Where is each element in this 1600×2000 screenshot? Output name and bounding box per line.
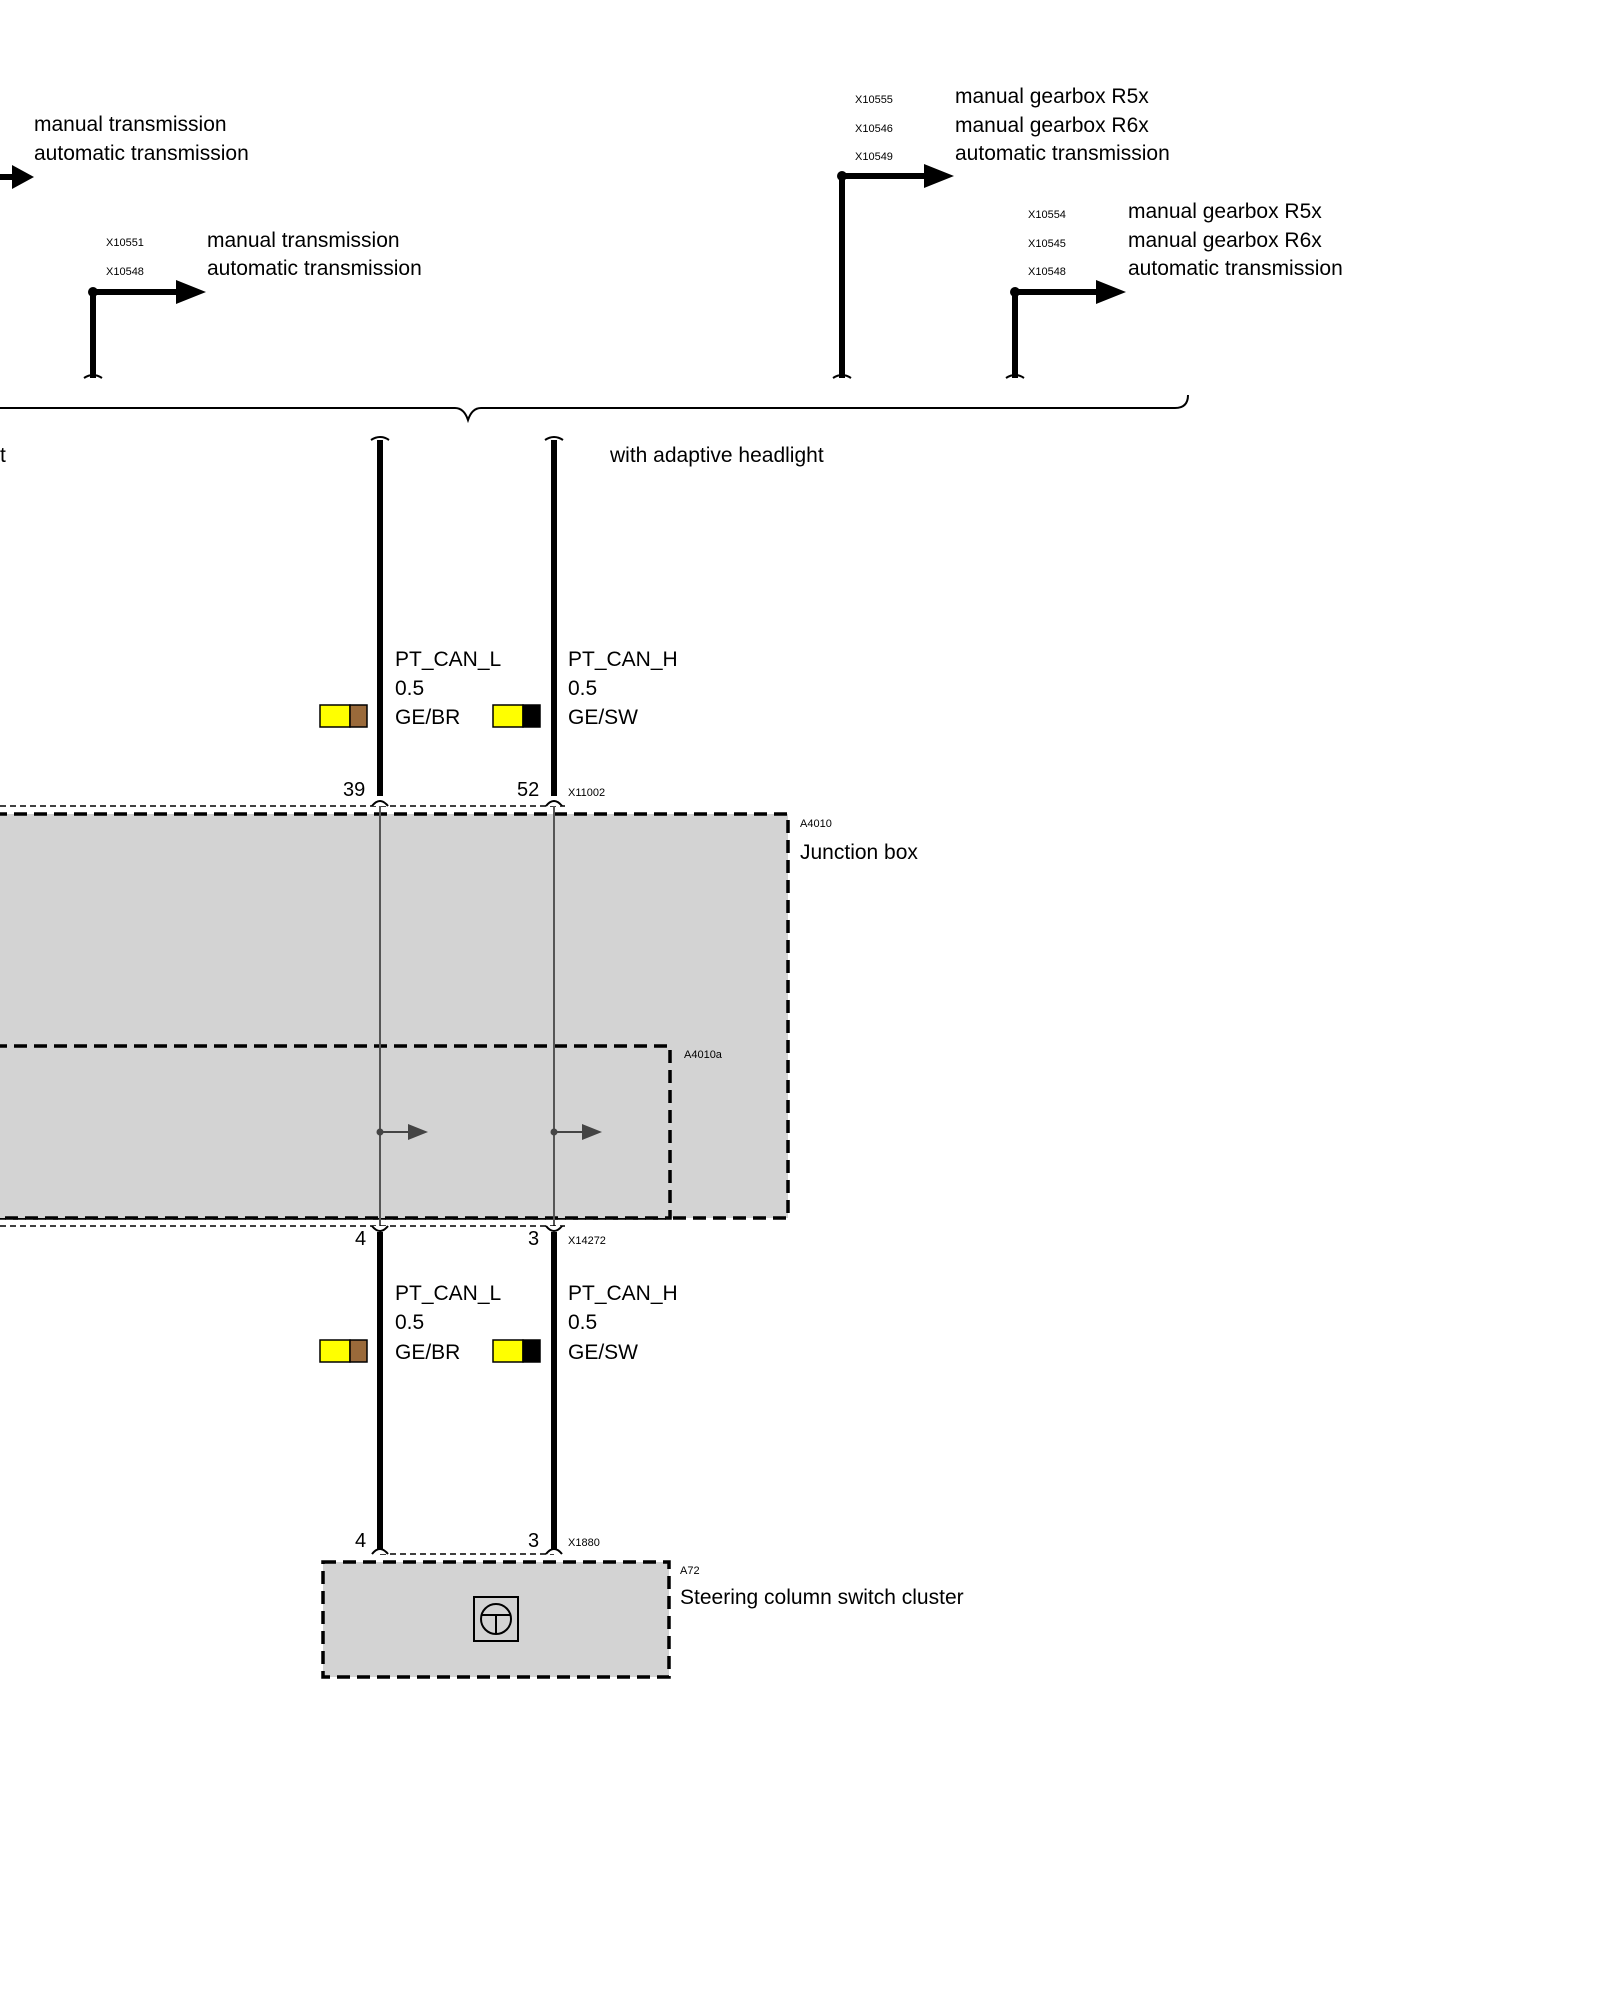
- wire-color-swatch-ge-br: [319, 704, 368, 728]
- pin-number: 3: [528, 1530, 539, 1552]
- pin-socket-icon: [545, 1548, 563, 1555]
- wire-pt-can-h-upper: [544, 436, 564, 796]
- branch-right-label-3: automatic transmission: [1128, 257, 1343, 280]
- top-left-label-1: manual transmission: [34, 113, 227, 136]
- pin-socket-icon: [545, 1225, 563, 1232]
- wire-upper-signal-2: PT_CAN_H: [568, 648, 678, 671]
- wire-lower-signal-2: PT_CAN_H: [568, 1282, 678, 1305]
- branch-right-connector-1: X10554: [1028, 209, 1066, 221]
- branch-mid-label-3: automatic transmission: [955, 142, 1170, 165]
- steering-module-id: A72: [680, 1565, 700, 1577]
- wire-upper-gauge-2: 0.5: [568, 677, 597, 700]
- grouping-brace: [0, 394, 1189, 424]
- brace-note-left: t: [0, 444, 6, 467]
- branch-left-label-2: automatic transmission: [207, 257, 422, 280]
- wire-color-swatch-ge-sw: [492, 704, 541, 728]
- branch-mid-label-2: manual gearbox R6x: [955, 114, 1149, 137]
- wire-lower-signal-1: PT_CAN_L: [395, 1282, 501, 1305]
- top-left-label-2: automatic transmission: [34, 142, 249, 165]
- wire-upper-color-code-2: GE/SW: [568, 706, 638, 729]
- steering-module-name: Steering column switch cluster: [680, 1586, 964, 1609]
- pin-number: 4: [355, 1530, 366, 1552]
- wire-lower-gauge-2: 0.5: [568, 1311, 597, 1334]
- wire-break-icon: [370, 436, 390, 441]
- branch-mid-label-1: manual gearbox R5x: [955, 85, 1149, 108]
- pin-number: 52: [517, 779, 539, 801]
- branch-mid: X10555 X10546 X10549 manual gearbox R5x …: [832, 85, 1170, 379]
- branch-right-arrow-icon: [1096, 280, 1126, 304]
- internal-branch-arrow-icon: [376, 1124, 428, 1140]
- wire-upper-gauge-1: 0.5: [395, 677, 424, 700]
- wire-upper-color-code-1: GE/BR: [395, 706, 460, 729]
- connector-bottom-id: X1880: [568, 1537, 600, 1549]
- branch-left-arrow-icon: [176, 280, 206, 304]
- branch-right-label-1: manual gearbox R5x: [1128, 200, 1322, 223]
- wire-break-icon: [1005, 374, 1025, 379]
- top-left-arrow-icon: [0, 165, 34, 189]
- branch-right-connector-2: X10545: [1028, 238, 1066, 250]
- junction-box-id: A4010: [800, 818, 832, 830]
- junction-box-name: Junction box: [800, 841, 918, 864]
- internal-branch-arrow-icon: [550, 1124, 602, 1140]
- pin-socket-icon: [371, 1225, 389, 1232]
- branch-left: X10551 X10548 manual transmission automa…: [83, 229, 422, 379]
- wire-break-icon: [83, 374, 103, 379]
- wire-color-swatch-ge-sw: [492, 1339, 541, 1363]
- pin-socket-icon: [371, 800, 389, 807]
- branch-left-label-1: manual transmission: [207, 229, 400, 252]
- pin-number: 3: [528, 1228, 539, 1250]
- branch-right: X10554 X10545 X10548 manual gearbox R5x …: [1005, 200, 1343, 379]
- branch-left-connector-1: X10551: [106, 237, 144, 249]
- pin-number: 39: [343, 779, 365, 801]
- branch-mid-arrow-icon: [924, 164, 954, 188]
- wire-upper-signal-1: PT_CAN_L: [395, 648, 501, 671]
- wire-pt-can-l-upper: [370, 436, 390, 796]
- brace-note-right: with adaptive headlight: [609, 444, 824, 467]
- wire-break-icon: [544, 436, 564, 441]
- wire-lower-color-code-2: GE/SW: [568, 1341, 638, 1364]
- connector-upper-id: X11002: [568, 787, 605, 799]
- wire-break-icon: [832, 374, 852, 379]
- branch-left-connector-2: X10548: [106, 266, 144, 278]
- branch-mid-connector-1: X10555: [855, 94, 893, 106]
- branch-mid-connector-3: X10549: [855, 151, 893, 163]
- connector-lower-id: X14272: [568, 1235, 606, 1247]
- pin-socket-icon: [545, 800, 563, 807]
- steering-wheel-icon: [473, 1596, 519, 1642]
- wire-color-swatch-ge-br: [319, 1339, 368, 1363]
- inner-module-id: A4010a: [684, 1049, 723, 1061]
- branch-mid-connector-2: X10546: [855, 123, 893, 135]
- wire-lower-color-code-1: GE/BR: [395, 1341, 460, 1364]
- pin-socket-icon: [371, 1548, 389, 1555]
- branch-right-label-2: manual gearbox R6x: [1128, 229, 1322, 252]
- pin-number: 4: [355, 1228, 366, 1250]
- wire-lower-gauge-1: 0.5: [395, 1311, 424, 1334]
- branch-right-connector-3: X10548: [1028, 266, 1066, 278]
